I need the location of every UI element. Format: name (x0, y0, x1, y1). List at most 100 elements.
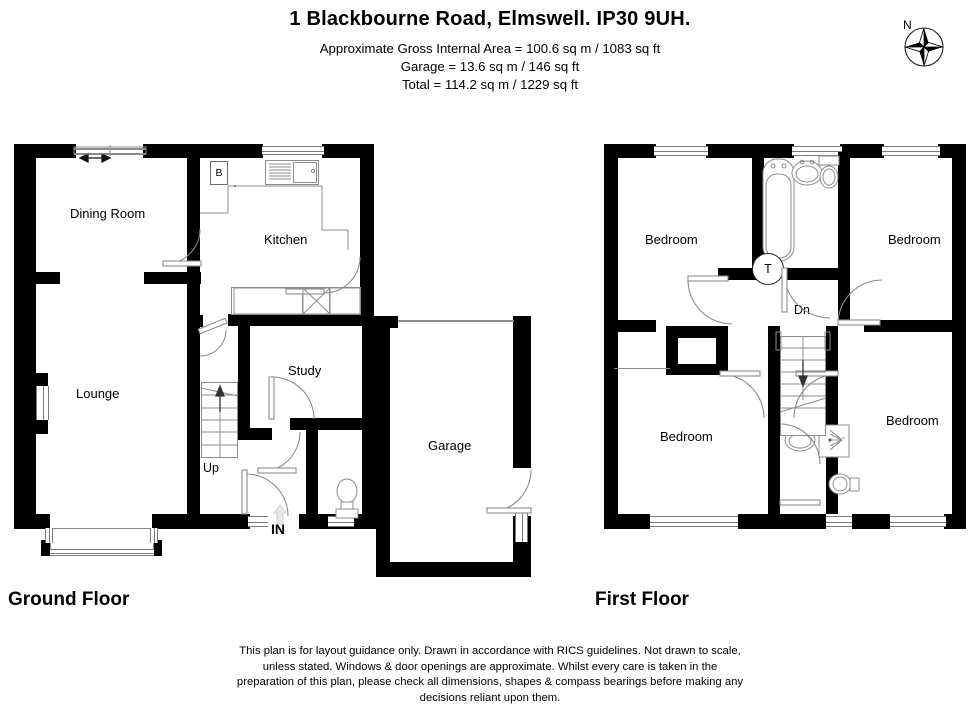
wall-ff-top-2 (706, 144, 794, 158)
wall-ff-bottom-1 (604, 514, 650, 529)
wall-exterior-right-upper (360, 144, 374, 316)
wall-study-right (362, 316, 376, 526)
kitchen-counter-run (231, 287, 361, 315)
wall-garage-right-upper (513, 316, 531, 468)
stairs-up-label: Up (203, 461, 219, 475)
first-floor-caption: First Floor (595, 589, 689, 610)
wall-study-bottom-left (238, 428, 272, 440)
tank-label: T (764, 262, 772, 276)
wall-chimney-breast-top (14, 373, 48, 389)
wall-dining-hall-divider (187, 158, 200, 274)
page-title: 1 Blackbourne Road, Elmswell. IP30 9UH. (289, 8, 691, 30)
wall-exterior-top-mid (143, 144, 263, 158)
wall-ff-bottom-4 (944, 514, 966, 529)
wall-ff-top-3 (840, 144, 884, 158)
wall-kitchen-bottom (228, 314, 374, 326)
disclaimer-line-1: This plan is for layout guidance only. D… (239, 645, 741, 657)
wall-exterior-bottom-left-2 (152, 514, 194, 529)
window-bathroom-rear (792, 146, 842, 156)
wall-wc-left (306, 428, 318, 518)
wall-ff-bottom-3 (852, 514, 890, 529)
window-lounge-side (36, 386, 49, 420)
staircase-ground (201, 382, 238, 458)
kitchen-hob (302, 287, 330, 315)
wall-hall-bottom-left (194, 514, 250, 529)
ground-floor-caption: Ground Floor (8, 589, 130, 610)
boiler-cupboard: B (210, 161, 228, 185)
wall-ff-left (604, 144, 618, 529)
bathroom-toilet-icon (816, 155, 842, 200)
wall-garage-top-left-return (376, 316, 398, 328)
kitchen-worktop (234, 185, 236, 187)
wall-bathroom-bottom-2 (786, 268, 838, 280)
wall-ff-right (952, 144, 966, 529)
wall-ensuite-left (768, 416, 780, 514)
patio-door-track-2 (74, 153, 146, 155)
room-label-bedroom-1: Bedroom (645, 232, 698, 247)
window-bedroom4-front (890, 516, 946, 527)
wall-exterior-bottom-left (14, 514, 50, 529)
window-bedroom2-rear (882, 146, 940, 156)
wall-bedroom2-bottom (864, 320, 966, 332)
disclaimer-line-2: unless stated. Windows & door openings a… (262, 660, 718, 673)
wall-garage-left (376, 316, 390, 576)
wall-hall-left (187, 284, 200, 524)
wall-garage-bottom (376, 562, 531, 577)
wall-cupboard-top (666, 326, 726, 338)
wall-bathroom-left (752, 152, 764, 274)
wall-cupboard-right (716, 326, 728, 374)
boiler-label: B (215, 166, 223, 179)
bay-window-right (150, 528, 158, 543)
wall-stairwell-left (768, 326, 780, 436)
room-label-bedroom-3: Bedroom (660, 429, 713, 444)
compass-rose-icon: N (900, 18, 946, 68)
wall-dining-lounge-divider (144, 272, 201, 284)
wall-exterior-left (14, 144, 36, 529)
room-label-study: Study (288, 363, 322, 378)
disclaimer-text: This plan is for layout guidance only. D… (0, 644, 980, 706)
room-label-kitchen: Kitchen (264, 232, 308, 247)
room-label-lounge: Lounge (76, 386, 120, 401)
wall-chimney-breast-bottom (14, 418, 48, 434)
wall-bedroom1-bottom (604, 320, 656, 332)
wall-ff-bottom-2 (738, 514, 826, 529)
garage-area-line: Garage = 13.6 sq m / 146 sq ft (400, 59, 580, 74)
wall-kitchen-hall-lintel (187, 315, 203, 327)
wc-toilet-icon (330, 478, 364, 527)
total-area-line: Total = 114.2 sq m / 1229 sq ft (401, 77, 579, 92)
window-hall-side (248, 516, 268, 527)
window-garage-side (515, 512, 528, 542)
disclaimer-line-4: decisions reliant upon them. (419, 691, 561, 704)
room-label-garage: Garage (428, 438, 472, 453)
entrance-in-label: IN (271, 521, 285, 537)
gross-internal-area-line: Approximate Gross Internal Area = 100.6 … (319, 41, 661, 56)
cupboard-divider (614, 368, 670, 369)
window-kitchen-rear (262, 146, 324, 155)
disclaimer-line-3: preparation of this plan, please check a… (236, 676, 744, 688)
wall-exterior-top-left (14, 144, 76, 158)
patio-door-track (74, 148, 146, 150)
wall-study-left (238, 320, 250, 440)
bay-window-left (45, 528, 53, 543)
room-label-dining-room: Dining Room (70, 206, 146, 221)
kitchen-sink-bowl (293, 162, 317, 183)
bay-window-front (50, 549, 154, 556)
window-landing-front (826, 516, 852, 527)
wall-ff-top-1 (604, 144, 656, 158)
room-label-bedroom-4: Bedroom (886, 413, 939, 428)
wall-stairwell-right (826, 326, 838, 406)
ensuite-toilet-icon (826, 466, 862, 511)
wall-cupboard-bottom (666, 364, 728, 375)
wall-study-bottom (290, 418, 368, 430)
window-bedroom3-front (650, 516, 738, 527)
wall-chimney-upper (14, 272, 60, 284)
compass-north-label: N (903, 18, 912, 32)
staircase-first (780, 336, 826, 436)
garage-door-opening (398, 320, 514, 322)
room-label-bedroom-2: Bedroom (888, 232, 941, 247)
wall-ff-top-4 (938, 144, 966, 158)
wall-cupboard-left (666, 326, 678, 374)
airing-cupboard-tank: T (752, 253, 784, 285)
window-bedroom1-rear (654, 146, 708, 156)
